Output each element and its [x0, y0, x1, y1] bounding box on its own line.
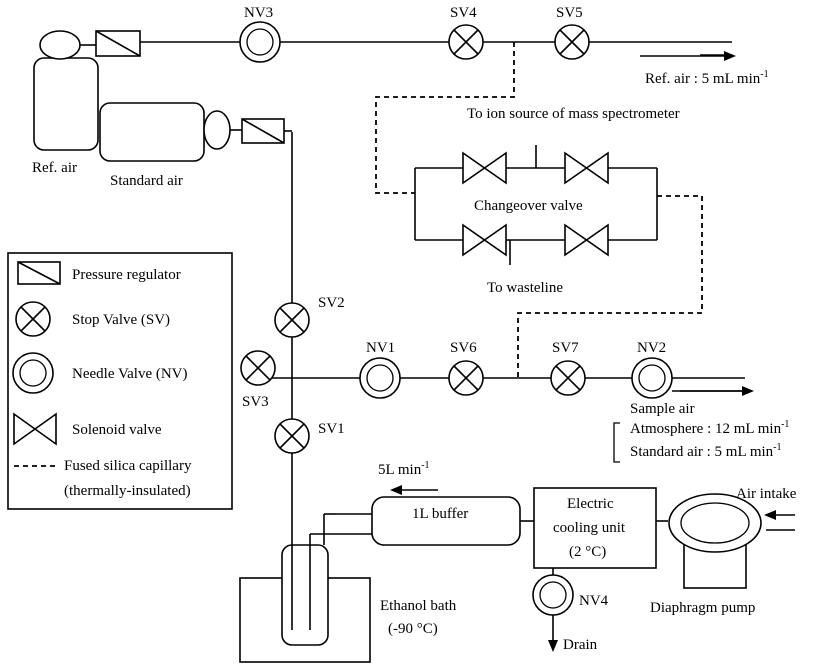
stop-valve-sv5	[554, 24, 590, 60]
standard-air-cylinder	[99, 102, 242, 162]
nv4-label: NV4	[579, 593, 609, 609]
ref-air-out-arrow	[640, 51, 736, 61]
legend-capillary-label-1: Fused silica capillary	[64, 458, 192, 474]
solenoid-valve	[564, 223, 609, 257]
legend-pressure-regulator-icon	[17, 261, 61, 285]
changeover-valve	[414, 145, 658, 265]
needle-valve-nv4	[532, 574, 574, 616]
air-intake-arrow	[764, 510, 795, 531]
cooling-unit	[533, 487, 668, 575]
solenoid-valve	[462, 151, 507, 185]
stop-valve-sv3	[240, 350, 276, 386]
flow-bracket	[613, 422, 620, 463]
standard-air-flow-label: Standard air : 5 mL min-1	[630, 442, 782, 460]
sample-air-out-arrow	[672, 386, 754, 396]
legend-solenoid-valve-icon	[13, 412, 57, 446]
needle-valve-nv3	[239, 21, 281, 63]
diaphragm-pump-label: Diaphragm pump	[650, 600, 755, 616]
sv3-label: SV3	[242, 394, 269, 410]
air-intake-label: Air intake	[736, 486, 797, 502]
nv1-label: NV1	[366, 340, 395, 356]
nv2-label: NV2	[637, 340, 666, 356]
standard-air-cylinder-label: Standard air	[110, 173, 183, 189]
ref-air-flow-label: Ref. air : 5 mL min-1	[645, 69, 769, 87]
legend-stop-valve-icon	[15, 301, 51, 337]
to-ion-source-label: To ion source of mass spectrometer	[467, 106, 680, 122]
buffer-label: 1L buffer	[412, 506, 468, 522]
stop-valve-sv2	[274, 302, 310, 338]
sv5-label: SV5	[556, 5, 583, 21]
cooling-unit-label-1: Electric	[567, 496, 614, 512]
ethanol-bath-label-2: (-90 °C)	[388, 621, 438, 637]
sv2-label: SV2	[318, 295, 345, 311]
ethanol-bath-label-1: Ethanol bath	[380, 598, 457, 614]
atmosphere-flow-label: Atmosphere : 12 mL min-1	[630, 419, 789, 437]
sv7-label: SV7	[552, 340, 579, 356]
changeover-valve-label: Changeover valve	[474, 198, 583, 214]
legend: Pressure regulator Stop Valve (SV) Needl…	[7, 252, 233, 510]
stop-valve-sv6	[448, 360, 484, 396]
to-wasteline-label: To wasteline	[487, 280, 563, 296]
capillary-ref-to-changeover	[375, 42, 515, 194]
ref-air-cylinder-label: Ref. air	[32, 160, 77, 176]
legend-stop-valve-label: Stop Valve (SV)	[72, 312, 170, 328]
sv4-label: SV4	[450, 5, 477, 21]
nv3-label: NV3	[244, 5, 273, 21]
pump-flow-label: 5L min-1	[378, 460, 430, 478]
needle-valve-nv2	[631, 357, 673, 399]
cooling-unit-label-2: cooling unit	[553, 520, 626, 536]
legend-needle-valve-icon	[12, 352, 54, 394]
legend-pressure-regulator-label: Pressure regulator	[72, 267, 181, 283]
sv6-label: SV6	[450, 340, 477, 356]
pressure-regulator-standard	[241, 118, 292, 144]
capillary-changeover-to-sample	[517, 195, 703, 378]
solenoid-valve	[462, 223, 507, 257]
legend-solenoid-valve-label: Solenoid valve	[72, 422, 162, 438]
stop-valve-sv4	[448, 24, 484, 60]
sv1-label: SV1	[318, 421, 345, 437]
sample-air-label: Sample air	[630, 401, 695, 417]
ref-air-cylinder	[33, 30, 99, 151]
solenoid-valve	[564, 151, 609, 185]
buffer-vessel	[336, 496, 534, 546]
drain-arrow	[548, 615, 558, 652]
drain-label: Drain	[563, 637, 598, 653]
pressure-regulator-ref	[95, 30, 141, 57]
pump-flow-arrow	[390, 485, 438, 495]
legend-capillary-label-2: (thermally-insulated)	[64, 483, 191, 499]
ethanol-bath	[239, 513, 371, 663]
stop-valve-sv1	[274, 418, 310, 454]
stop-valve-sv7	[550, 360, 586, 396]
needle-valve-nv1	[359, 357, 401, 399]
diaphragm-pump	[668, 493, 762, 589]
legend-needle-valve-label: Needle Valve (NV)	[72, 366, 188, 382]
cooling-unit-label-3: (2 °C)	[569, 544, 606, 560]
